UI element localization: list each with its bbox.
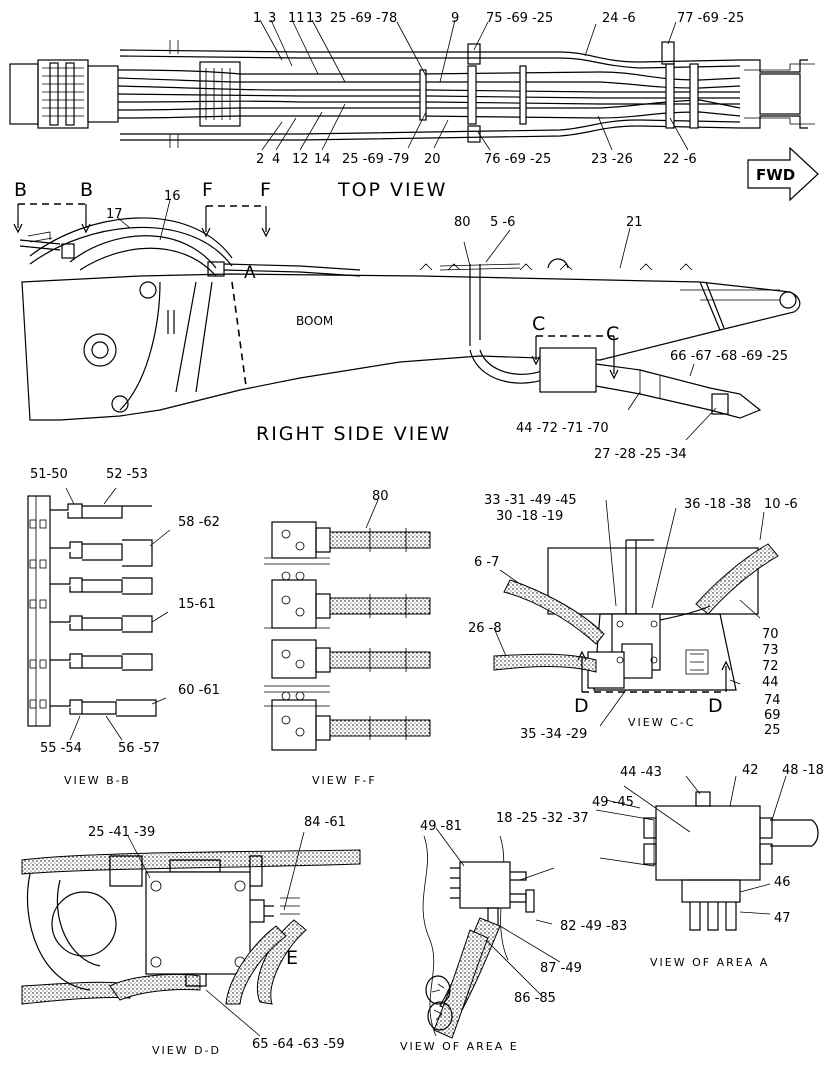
- section-d-left: D: [574, 695, 589, 717]
- view-area-e-caption: VIEW OF AREA E: [400, 1040, 519, 1053]
- bb-label-51-50: 51-50: [30, 467, 68, 482]
- label-top-9: 9: [451, 11, 459, 26]
- bb-label-60-61: 60 -61: [178, 683, 220, 698]
- label-16: 16: [164, 189, 181, 204]
- label-bot-4: 4: [272, 152, 280, 167]
- right-side-view-caption: RIGHT SIDE VIEW: [256, 423, 451, 445]
- e-label-49-81: 49 -81: [420, 819, 462, 834]
- cc-label-36-18-38: 36 -18 -38: [684, 497, 751, 512]
- cc-label-69: 69: [764, 708, 781, 723]
- label-top-25-69-78: 25 -69 -78: [330, 11, 397, 26]
- label-top-24-6: 24 -6: [602, 11, 636, 26]
- view-d-d-drawing: [21, 831, 361, 1037]
- cc-label-35-34-29: 35 -34 -29: [520, 727, 587, 742]
- e-label-82-49-83: 82 -49 -83: [560, 919, 627, 934]
- cc-label-73: 73: [762, 643, 779, 658]
- top-view-drawing: [9, 19, 815, 151]
- section-b-right: B: [80, 179, 93, 201]
- cc-label-44: 44: [762, 675, 779, 690]
- label-top-13: 13: [306, 11, 323, 26]
- label-top-3: 3: [268, 11, 276, 26]
- view-b-b: 51-50 52 -53 58 -62 15-61 60 -61 55 -54 …: [27, 467, 220, 787]
- view-area-a-caption: VIEW OF AREA A: [650, 956, 769, 969]
- dd-label-65-64-63-59: 65 -64 -63 -59: [252, 1037, 345, 1052]
- view-d-d: 25 -41 -39 84 -61 65 -64 -63 -59 E VIEW …: [21, 815, 361, 1057]
- view-area-e-drawing: [422, 827, 561, 1039]
- view-f-f: 80 VIEW F-F: [264, 489, 431, 787]
- view-area-a-drawing: [595, 775, 819, 931]
- cc-label-70: 70: [762, 627, 779, 642]
- bb-label-55-54: 55 -54: [40, 741, 82, 756]
- view-b-b-drawing: [27, 487, 171, 741]
- label-bot-25-69-79: 25 -69 -79: [342, 152, 409, 167]
- label-top-75-69-25: 75 -69 -25: [486, 11, 553, 26]
- a-label-44-43: 44 -43: [620, 765, 662, 780]
- cc-label-6-7: 6 -7: [474, 555, 499, 570]
- label-bot-14: 14: [314, 152, 331, 167]
- a-label-49-45: 49 -45: [592, 795, 634, 810]
- label-top-77-69-25: 77 -69 -25: [677, 11, 744, 26]
- section-c-left: C: [532, 313, 545, 335]
- label-17: 17: [106, 207, 123, 222]
- view-f-f-drawing: [264, 499, 431, 751]
- bb-label-56-57: 56 -57: [118, 741, 160, 756]
- section-d-right: D: [708, 695, 723, 717]
- a-label-48-18: 48 -18: [782, 763, 824, 778]
- label-top-1: 1: [253, 11, 261, 26]
- view-area-e: 49 -81 18 -25 -32 -37 82 -49 -83 87 -49 …: [400, 811, 627, 1053]
- label-5-6: 5 -6: [490, 215, 515, 230]
- area-e-marker: E: [286, 947, 298, 969]
- a-label-42: 42: [742, 763, 759, 778]
- view-c-c: 33 -31 -49 -45 30 -18 -19 36 -18 -38 10 …: [468, 493, 798, 742]
- boom-label: BOOM: [296, 314, 333, 328]
- a-label-46: 46: [774, 875, 791, 890]
- right-side-view: B B F F A C C 17 16 80 5 -6 21 66 -67 -6…: [13, 179, 801, 462]
- view-f-f-caption: VIEW F-F: [312, 774, 377, 787]
- view-c-c-caption: VIEW C-C: [628, 716, 695, 729]
- cc-label-74: 74: [764, 693, 781, 708]
- label-top-11: 11: [288, 11, 305, 26]
- cc-label-26-8: 26 -8: [468, 621, 502, 636]
- top-view: 1 3 11 13 25 -69 -78 9 75 -69 -25 24 -6 …: [9, 11, 819, 202]
- label-bot-12: 12: [292, 152, 309, 167]
- section-f-left: F: [202, 179, 213, 201]
- section-c-right: C: [606, 323, 619, 345]
- cc-label-10-6: 10 -6: [764, 497, 798, 512]
- cc-label-25: 25: [764, 723, 781, 738]
- bb-label-58-62: 58 -62: [178, 515, 220, 530]
- section-f-right: F: [260, 179, 271, 201]
- view-area-a: 44 -43 42 48 -18 49 -45 46 47 VIEW OF AR…: [592, 763, 824, 969]
- e-label-87-49: 87 -49: [540, 961, 582, 976]
- dd-label-84-61: 84 -61: [304, 815, 346, 830]
- label-bot-76-69-25: 76 -69 -25: [484, 152, 551, 167]
- label-44-72-71-70: 44 -72 -71 -70: [516, 421, 609, 436]
- label-80: 80: [454, 215, 471, 230]
- label-bot-22-6: 22 -6: [663, 152, 697, 167]
- view-b-b-caption: VIEW B-B: [64, 774, 131, 787]
- right-side-view-drawing: [13, 199, 801, 441]
- dd-label-25-41-39: 25 -41 -39: [88, 825, 155, 840]
- a-label-47: 47: [774, 911, 791, 926]
- label-bot-2: 2: [256, 152, 264, 167]
- e-label-18-25-32-37: 18 -25 -32 -37: [496, 811, 589, 826]
- fwd-arrow-icon: [747, 146, 819, 202]
- label-21: 21: [626, 215, 643, 230]
- view-d-d-caption: VIEW D-D: [152, 1044, 221, 1057]
- top-view-caption: TOP VIEW: [337, 179, 447, 201]
- fwd-label: FWD: [756, 166, 795, 184]
- cc-label-72: 72: [762, 659, 779, 674]
- cc-label-30-18-19: 30 -18 -19: [496, 509, 563, 524]
- area-a-marker: A: [244, 263, 256, 283]
- label-bot-20: 20: [424, 152, 441, 167]
- label-27-28-25-34: 27 -28 -25 -34: [594, 447, 687, 462]
- bb-label-52-53: 52 -53: [106, 467, 148, 482]
- bb-label-15-61: 15-61: [178, 597, 216, 612]
- label-66-67-68-69-25: 66 -67 -68 -69 -25: [670, 349, 788, 364]
- section-b-left: B: [14, 179, 27, 201]
- e-label-86-85: 86 -85: [514, 991, 556, 1006]
- cc-label-33-31-49-45: 33 -31 -49 -45: [484, 493, 577, 508]
- ff-label-80: 80: [372, 489, 389, 504]
- view-c-c-drawing: [493, 499, 779, 727]
- label-bot-23-26: 23 -26: [591, 152, 633, 167]
